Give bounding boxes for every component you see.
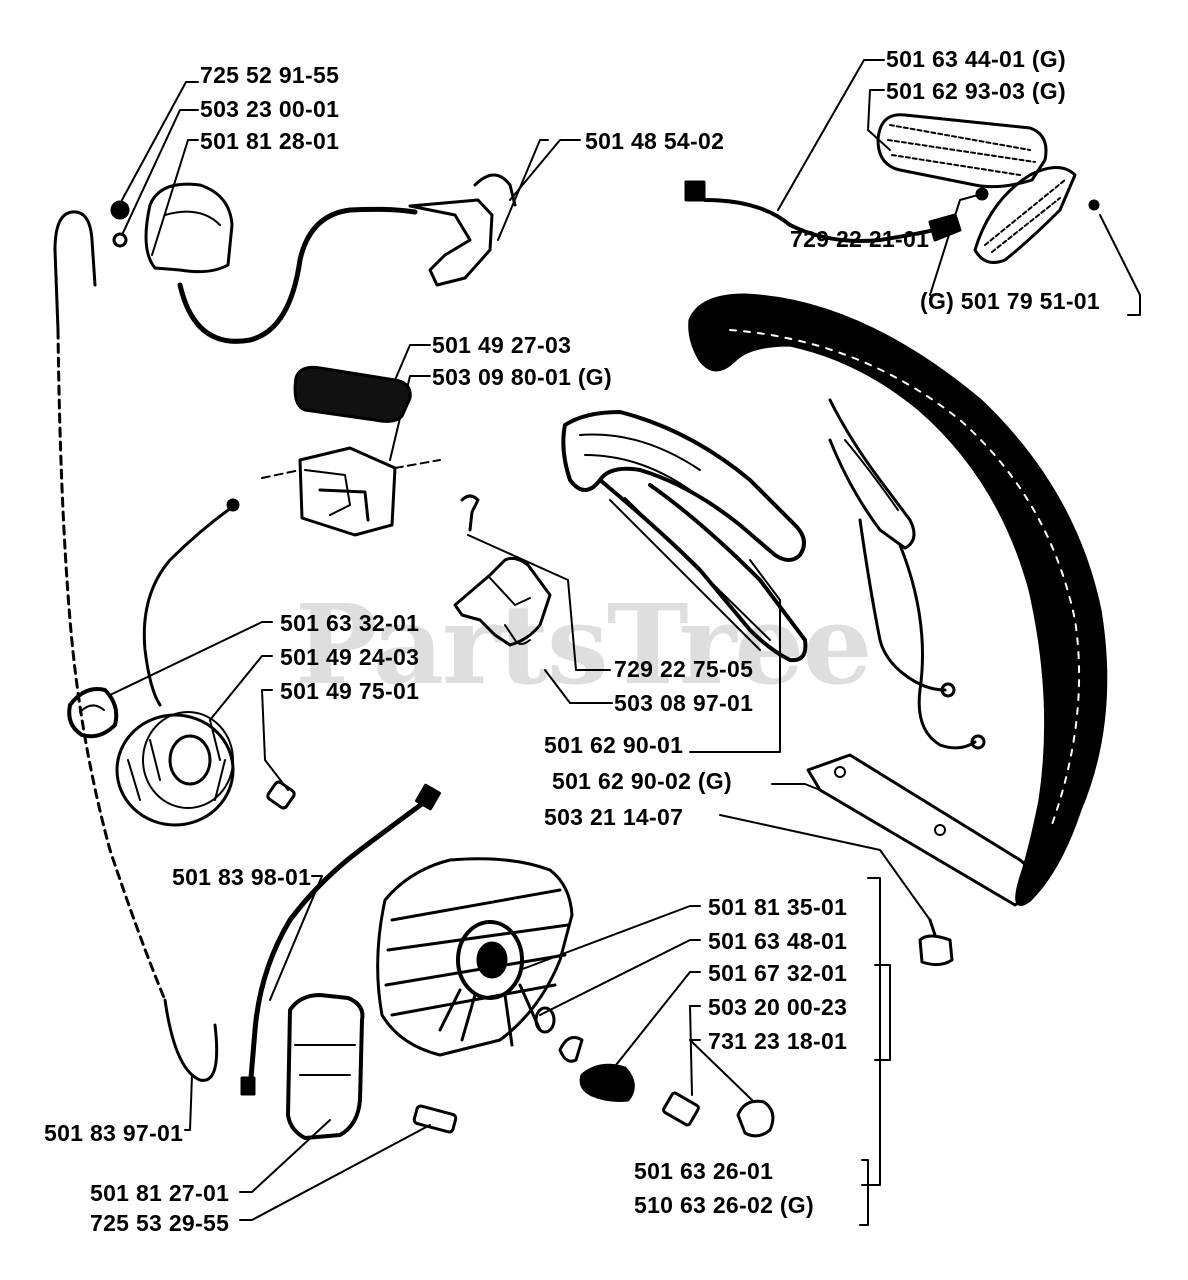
part-label-503-08-97-01: 503 08 97-01 [614, 690, 754, 716]
part-label-501-49-24-03: 501 49 24-03 [280, 644, 420, 670]
part-label-503-09-80-01-g: 503 09 80-01 (G) [432, 364, 612, 390]
handle-plate-part [806, 753, 1035, 967]
front-handle-part [561, 293, 1108, 906]
part-label-501-48-54-02: 501 48 54-02 [585, 128, 725, 154]
part-label-501-63-26-01: 501 63 26-01 [634, 1158, 774, 1184]
part-label-501-49-75-01: 501 49 75-01 [280, 678, 420, 704]
part-label-501-67-32-01: 501 67 32-01 [708, 960, 848, 986]
leader-lines [109, 59, 1141, 1226]
spark-plug-cap-part [110, 173, 517, 344]
part-label-501-62-90-02-g: 501 62 90-02 (G) [552, 768, 732, 794]
part-label-729-22-21-01: 729 22 21-01 [790, 226, 930, 252]
part-label-725-52-91-55: 725 52 91-55 [200, 62, 340, 88]
part-label-501-83-98-01: 501 83 98-01 [172, 864, 312, 890]
bracket-part [453, 494, 552, 647]
part-label-501-81-35-01: 501 81 35-01 [708, 894, 848, 920]
part-label-503-21-14-07: 503 21 14-07 [544, 804, 684, 830]
ignition-module-part [67, 498, 296, 827]
part-label-501-63-32-01: 501 63 32-01 [280, 610, 420, 636]
watermark: PartsTree [295, 580, 873, 709]
part-label-501-62-90-01: 501 62 90-01 [544, 732, 684, 758]
part-label-501-63-44-01-g: 501 63 44-01 (G) [886, 46, 1066, 72]
long-cable-dashed [53, 210, 219, 1082]
part-label-729-22-75-05: 729 22 75-05 [614, 656, 754, 682]
flywheel-part [376, 857, 775, 1138]
part-label-501-62-93-03-g: 501 62 93-03 (G) [886, 78, 1066, 104]
part-label-503-20-00-23: 503 20 00-23 [708, 994, 848, 1020]
watermark-trademark: ™ [866, 596, 877, 609]
grip-cable-part [684, 113, 1100, 264]
part-label-501-49-27-03: 501 49 27-03 [432, 332, 572, 358]
part-label-725-53-29-55: 725 53 29-55 [90, 1210, 230, 1236]
ignition-coil-part [240, 783, 458, 1140]
switch-part [261, 366, 441, 537]
part-label-731-23-18-01: 731 23 18-01 [708, 1028, 848, 1054]
part-label-501-83-97-01: 501 83 97-01 [44, 1120, 184, 1146]
part-label-501-79-51-01-g: (G) 501 79 51-01 [920, 288, 1100, 314]
part-label-501-81-27-01: 501 81 27-01 [90, 1180, 230, 1206]
part-label-501-63-48-01: 501 63 48-01 [708, 928, 848, 954]
part-label-503-23-00-01: 503 23 00-01 [200, 96, 340, 122]
part-label-510-63-26-02-g: 510 63 26-02 (G) [634, 1192, 814, 1218]
part-label-501-81-28-01: 501 81 28-01 [200, 128, 340, 154]
